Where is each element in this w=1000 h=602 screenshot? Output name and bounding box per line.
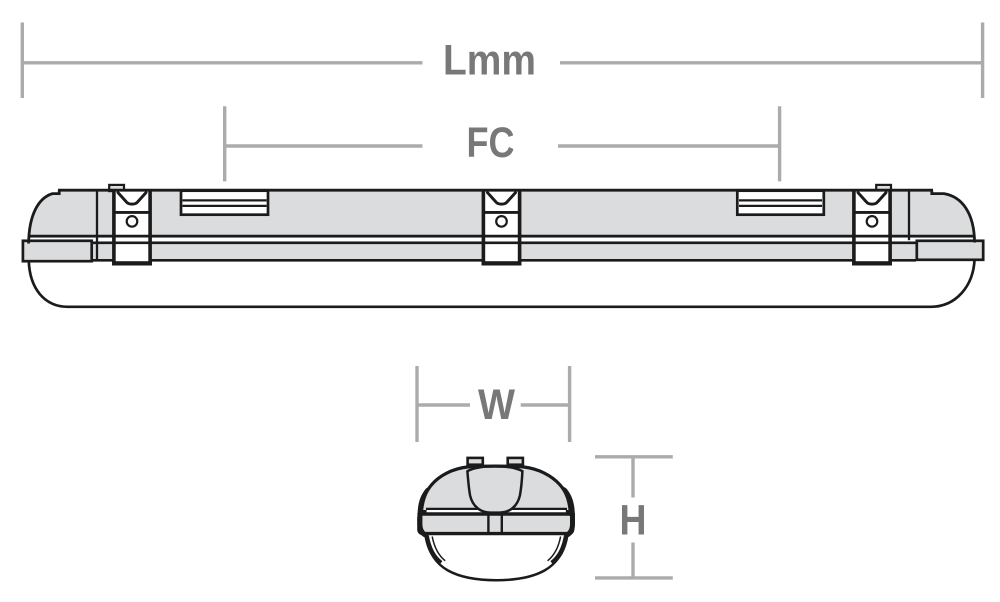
- svg-text:H: H: [620, 497, 647, 545]
- svg-text:W: W: [478, 381, 515, 429]
- svg-text:Lmm: Lmm: [443, 37, 536, 85]
- svg-text:FC: FC: [467, 119, 515, 167]
